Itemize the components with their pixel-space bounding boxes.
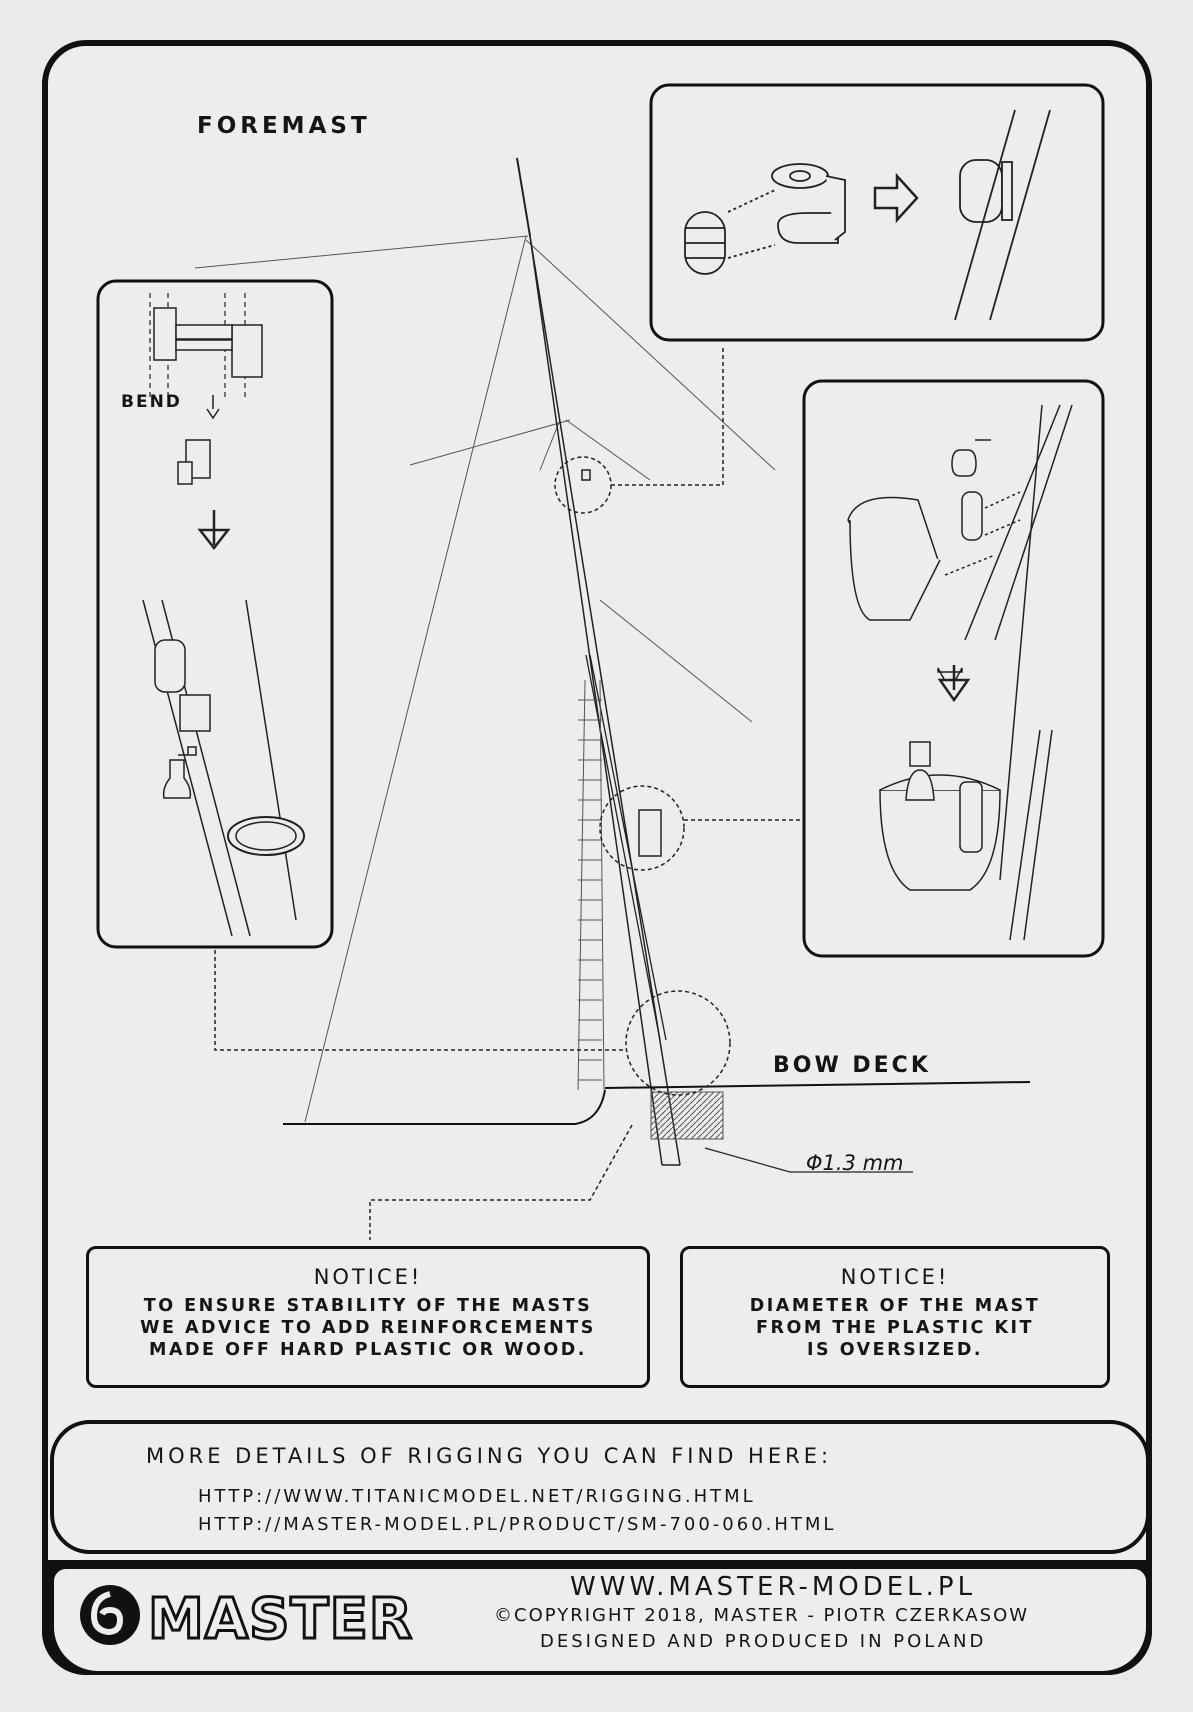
footer-produced: DESIGNED AND PRODUCED IN POLAND bbox=[540, 1631, 987, 1652]
mast-diameter-label: Φ1.3 mm bbox=[806, 1151, 904, 1175]
notice-line: TO ENSURE STABILITY OF THE MASTS bbox=[143, 1296, 593, 1316]
notice-line: FROM THE PLASTIC KIT bbox=[756, 1318, 1034, 1338]
rigging-details-box: MORE DETAILS OF RIGGING YOU CAN FIND HER… bbox=[50, 1420, 1150, 1554]
notice-title: NOTICE! bbox=[840, 1265, 950, 1289]
bow-deck-line bbox=[283, 1081, 1031, 1125]
notice-line: MADE OFF HARD PLASTIC OR WOOD. bbox=[149, 1340, 587, 1360]
rigging-lines bbox=[194, 235, 776, 1123]
footer-copyright: ©COPYRIGHT 2018, MASTER - PIOTR CZERKASO… bbox=[494, 1605, 1030, 1626]
notice-diameter: NOTICE! DIAMETER OF THE MAST FROM THE PL… bbox=[680, 1246, 1110, 1388]
logo-swirl-icon bbox=[80, 1585, 140, 1645]
crows-nest-detail-box bbox=[802, 379, 1105, 958]
notice-line: DIAMETER OF THE MAST bbox=[749, 1296, 1041, 1316]
bend-label: BEND bbox=[121, 392, 182, 412]
lamp-detail-box bbox=[649, 83, 1105, 342]
foremast-title: FOREMAST bbox=[197, 113, 371, 139]
rigging-link-master-model[interactable]: HTTP://MASTER-MODEL.PL/PRODUCT/SM-700-06… bbox=[198, 1514, 837, 1535]
rigging-link-titanicmodel[interactable]: HTTP://WWW.TITANICMODEL.NET/RIGGING.HTML bbox=[198, 1486, 756, 1507]
ladder bbox=[577, 679, 605, 1091]
notice-line: WE ADVICE TO ADD REINFORCEMENTS bbox=[140, 1318, 596, 1338]
notice-line: IS OVERSIZED. bbox=[806, 1340, 984, 1360]
notice-title: NOTICE! bbox=[313, 1265, 423, 1289]
details-heading: MORE DETAILS OF RIGGING YOU CAN FIND HER… bbox=[146, 1444, 833, 1468]
logo-wordmark: MASTER bbox=[148, 1587, 413, 1648]
notice-stability: NOTICE! TO ENSURE STABILITY OF THE MASTS… bbox=[86, 1246, 650, 1388]
master-logo: MASTER bbox=[80, 1585, 413, 1648]
bend-detail-box bbox=[96, 279, 334, 949]
footer bbox=[54, 1569, 1146, 1671]
bow-deck-label: BOW DECK bbox=[773, 1053, 931, 1078]
deck-reinforcement bbox=[650, 1091, 724, 1140]
footer-website[interactable]: WWW.MASTER-MODEL.PL bbox=[570, 1572, 977, 1602]
